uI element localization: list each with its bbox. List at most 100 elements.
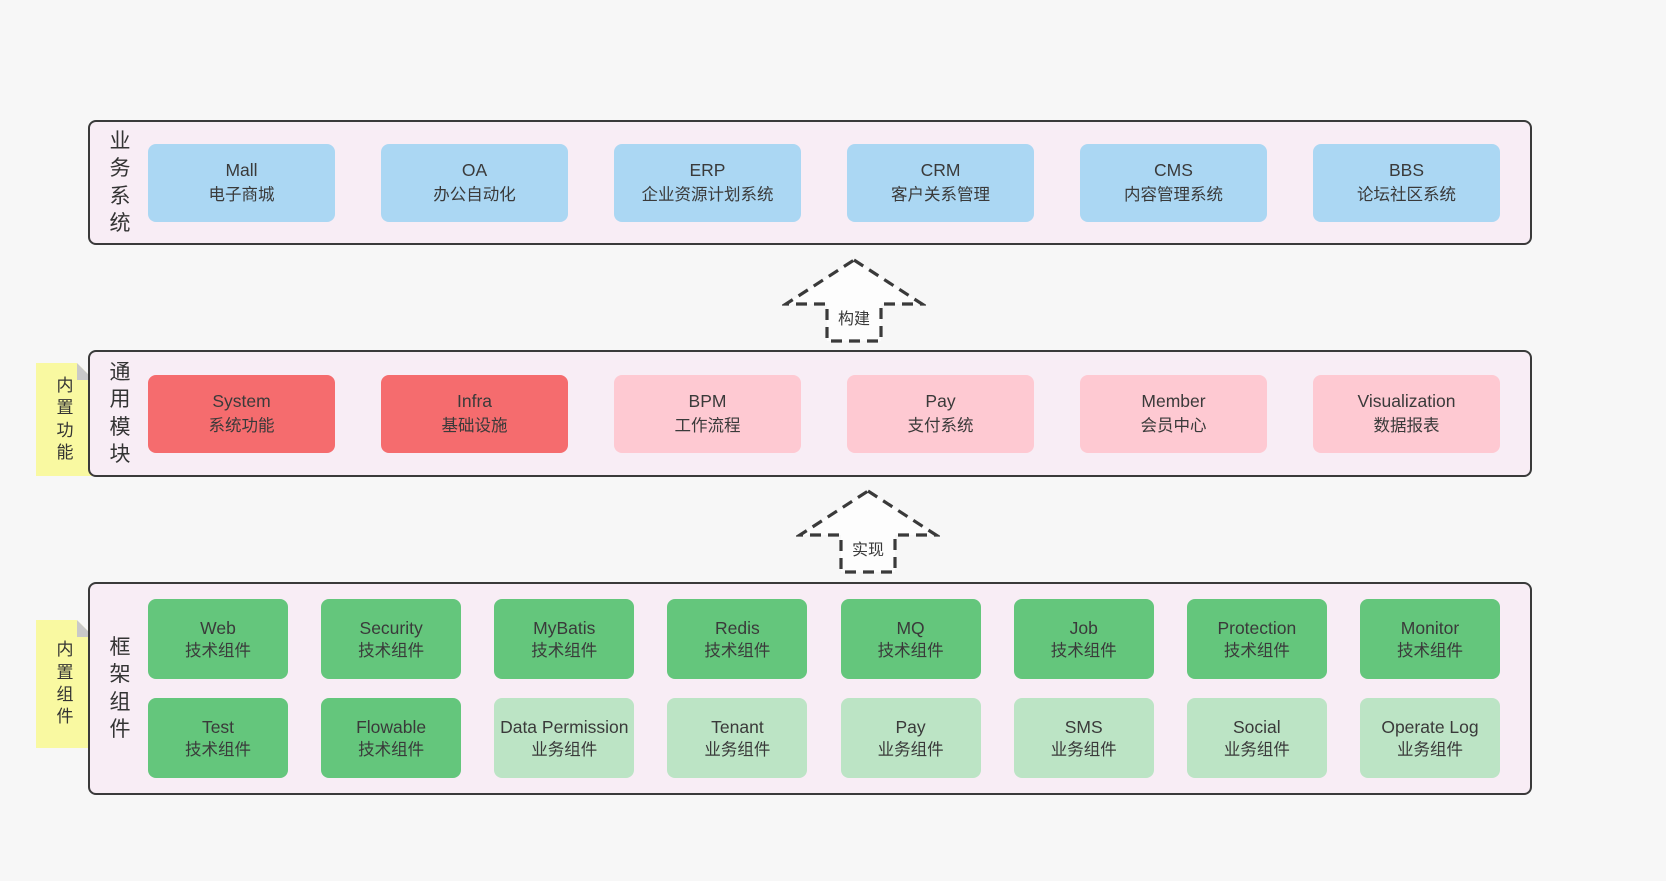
box-subtitle: 系统功能 bbox=[208, 417, 275, 436]
box-web: Web 技术组件 bbox=[148, 599, 288, 679]
box-title: ERP bbox=[689, 160, 726, 180]
box-job: Job 技术组件 bbox=[1013, 599, 1154, 679]
box-bbs: BBS 论坛社区系统 bbox=[1313, 143, 1500, 222]
box-title: CRM bbox=[920, 160, 961, 180]
box-subtitle: 企业资源计划系统 bbox=[641, 186, 774, 205]
box-title: Job bbox=[1069, 617, 1098, 638]
box-subtitle: 论坛社区系统 bbox=[1357, 186, 1456, 205]
sticky-note-built-in-features: 内置功能 bbox=[36, 363, 94, 476]
box-subtitle: 技术组件 bbox=[185, 641, 251, 660]
box-subtitle: 技术组件 bbox=[358, 641, 425, 660]
business-systems-row: Mall 电子商城 OA 办公自动化 ERP 企业资源计划系统 CRM 客户关系… bbox=[148, 143, 1500, 222]
box-system: System 系统功能 bbox=[148, 374, 335, 453]
box-title: Mall bbox=[225, 160, 258, 180]
box-title: BPM bbox=[688, 391, 727, 411]
box-subtitle: 业务组件 bbox=[704, 740, 771, 759]
box-subtitle: 技术组件 bbox=[1223, 641, 1290, 660]
box-title: Social bbox=[1233, 716, 1281, 737]
box-title: Protection bbox=[1217, 617, 1297, 638]
box-subtitle: 技术组件 bbox=[185, 740, 251, 759]
box-oa: OA 办公自动化 bbox=[381, 143, 568, 222]
box-subtitle: 会员中心 bbox=[1140, 417, 1207, 436]
arrow-label: 实现 bbox=[851, 542, 885, 559]
box-title: SMS bbox=[1064, 716, 1103, 737]
box-subtitle: 业务组件 bbox=[1223, 740, 1290, 759]
box-title: Monitor bbox=[1400, 617, 1460, 638]
box-title: BBS bbox=[1388, 160, 1425, 180]
box-bpm: BPM 工作流程 bbox=[614, 374, 801, 453]
layer-label: 通用模块 bbox=[109, 360, 131, 466]
box-title: Flowable bbox=[356, 716, 427, 737]
box-infra: Infra 基础设施 bbox=[381, 374, 568, 453]
framework-components-row-1: Web 技术组件 Security 技术组件 MyBatis 技术组件 Redi… bbox=[148, 599, 1500, 679]
box-subtitle: 技术组件 bbox=[1396, 641, 1463, 660]
box-mq: MQ 技术组件 bbox=[840, 599, 981, 679]
box-title: Member bbox=[1141, 391, 1206, 411]
up-block-arrow-icon bbox=[782, 258, 926, 343]
box-title: MyBatis bbox=[533, 617, 596, 638]
box-member: Member 会员中心 bbox=[1080, 374, 1267, 453]
box-title: System bbox=[212, 391, 271, 411]
box-cms: CMS 内容管理系统 bbox=[1080, 143, 1267, 222]
sticky-note-label: 内置功能 bbox=[56, 375, 74, 462]
sticky-note-built-in-components: 内置组件 bbox=[36, 620, 94, 748]
implement-arrow: 实现 bbox=[796, 488, 940, 574]
box-title: Visualization bbox=[1357, 391, 1456, 411]
box-title: Pay bbox=[895, 716, 926, 737]
box-title: Redis bbox=[715, 617, 760, 638]
framework-components-rows: Web 技术组件 Security 技术组件 MyBatis 技术组件 Redi… bbox=[148, 599, 1500, 778]
box-title: OA bbox=[461, 160, 488, 180]
box-mybatis: MyBatis 技术组件 bbox=[494, 599, 635, 679]
box-subtitle: 技术组件 bbox=[877, 641, 944, 660]
box-pay: Pay 支付系统 bbox=[847, 374, 1034, 453]
box-mall: Mall 电子商城 bbox=[148, 143, 335, 222]
box-flowable: Flowable 技术组件 bbox=[321, 698, 462, 778]
box-title: Security bbox=[359, 617, 423, 638]
box-title: Operate Log bbox=[1381, 716, 1479, 737]
build-arrow: 构建 bbox=[782, 257, 926, 343]
box-title: Web bbox=[200, 617, 236, 638]
box-subtitle: 客户关系管理 bbox=[891, 186, 990, 205]
box-crm: CRM 客户关系管理 bbox=[847, 143, 1034, 222]
box-subtitle: 技术组件 bbox=[1050, 641, 1117, 660]
layer-label: 框架组件 bbox=[109, 635, 131, 741]
sticky-note-label: 内置组件 bbox=[56, 640, 74, 727]
box-protection: Protection 技术组件 bbox=[1186, 599, 1327, 679]
box-title: Test bbox=[201, 716, 235, 737]
framework-components-row-2: Test 技术组件 Flowable 技术组件 Data Permission … bbox=[148, 698, 1500, 778]
box-subtitle: 技术组件 bbox=[704, 641, 771, 660]
common-modules-row: System 系统功能 Infra 基础设施 BPM 工作流程 Pay 支付系统… bbox=[148, 374, 1500, 453]
box-subtitle: 基础设施 bbox=[441, 417, 508, 436]
up-block-arrow-icon bbox=[796, 489, 940, 574]
box-title: MQ bbox=[896, 617, 925, 638]
box-subtitle: 办公自动化 bbox=[433, 186, 516, 205]
box-monitor: Monitor 技术组件 bbox=[1359, 599, 1500, 679]
box-sms: SMS 业务组件 bbox=[1013, 698, 1154, 778]
box-pay-business: Pay 业务组件 bbox=[840, 698, 981, 778]
box-erp: ERP 企业资源计划系统 bbox=[614, 143, 801, 222]
box-title: Tenant bbox=[711, 716, 764, 737]
box-subtitle: 业务组件 bbox=[1396, 740, 1463, 759]
box-subtitle: 数据报表 bbox=[1373, 417, 1440, 436]
box-data-permission: Data Permission 业务组件 bbox=[494, 698, 635, 778]
box-subtitle: 业务组件 bbox=[877, 740, 944, 759]
box-security: Security 技术组件 bbox=[321, 599, 462, 679]
box-subtitle: 工作流程 bbox=[674, 417, 741, 436]
box-redis: Redis 技术组件 bbox=[667, 599, 808, 679]
box-title: Pay bbox=[925, 391, 956, 411]
box-title: CMS bbox=[1154, 160, 1193, 180]
layer-business-systems: 业务系统 Mall 电子商城 OA 办公自动化 ERP 企业资源计划系统 CRM… bbox=[88, 120, 1532, 245]
arrow-label: 构建 bbox=[837, 311, 871, 328]
box-subtitle: 技术组件 bbox=[358, 740, 425, 759]
box-subtitle: 电子商城 bbox=[208, 186, 275, 205]
box-subtitle: 内容管理系统 bbox=[1124, 186, 1223, 205]
layer-common-modules: 通用模块 System 系统功能 Infra 基础设施 BPM 工作流程 Pay… bbox=[88, 350, 1532, 477]
box-subtitle: 支付系统 bbox=[907, 417, 974, 436]
box-social: Social 业务组件 bbox=[1186, 698, 1327, 778]
box-operate-log: Operate Log 业务组件 bbox=[1359, 698, 1500, 778]
box-title: Infra bbox=[456, 391, 493, 411]
layer-label: 业务系统 bbox=[109, 129, 131, 235]
box-subtitle: 业务组件 bbox=[531, 740, 598, 759]
box-tenant: Tenant 业务组件 bbox=[667, 698, 808, 778]
